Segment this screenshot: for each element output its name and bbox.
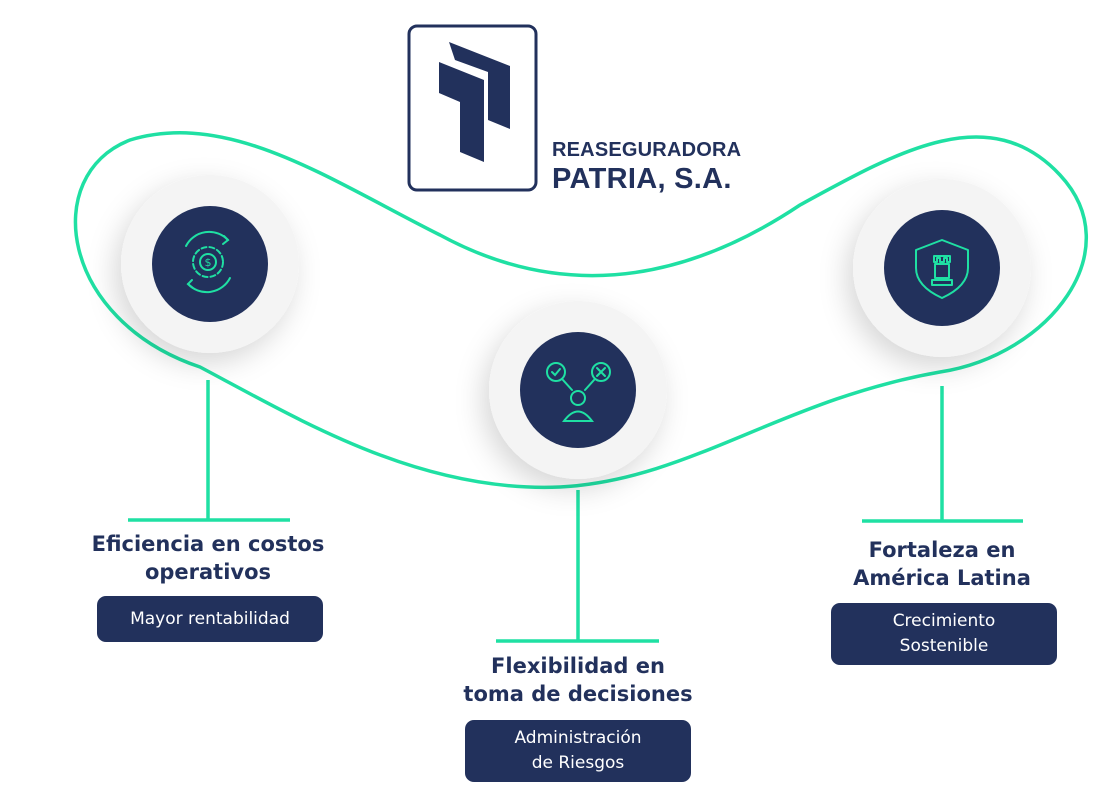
connector-swoosh (73, 131, 1089, 490)
connector-lines (128, 380, 1023, 643)
pillar-title-line: Flexibilidad en (491, 654, 665, 678)
pillar-title-line: toma de decisiones (463, 682, 693, 706)
node-costs: $ (121, 175, 299, 353)
pillar-tag-strength: Crecimiento Sostenible (831, 603, 1057, 665)
pillar-title-strength: Fortaleza en América Latina (792, 536, 1092, 592)
logo-mark (407, 24, 538, 192)
node-decisions (489, 301, 667, 479)
pillar-tag-decisions: Administración de Riesgos (465, 720, 691, 782)
pillar-title-decisions: Flexibilidad en toma de decisiones (420, 652, 736, 708)
pillar-tag-costs: Mayor rentabilidad (97, 596, 323, 642)
brand-name-line1: REASEGURADORA (552, 139, 742, 161)
pillar-title-line: Fortaleza en (868, 538, 1016, 562)
decision-person-icon (546, 362, 611, 422)
pillar-title-line: América Latina (853, 566, 1031, 590)
node-strength (853, 179, 1031, 357)
pillar-title-line: operativos (144, 560, 272, 584)
pillar-title-costs: Eficiencia en costos operativos (60, 530, 356, 586)
shield-tower-icon (915, 239, 969, 299)
pillar-title-line: Eficiencia en costos (91, 532, 325, 556)
brand-name-line2: PATRIA, S.A. (552, 163, 732, 195)
svg-text:$: $ (205, 256, 212, 269)
money-gear-icon: $ (185, 230, 231, 294)
